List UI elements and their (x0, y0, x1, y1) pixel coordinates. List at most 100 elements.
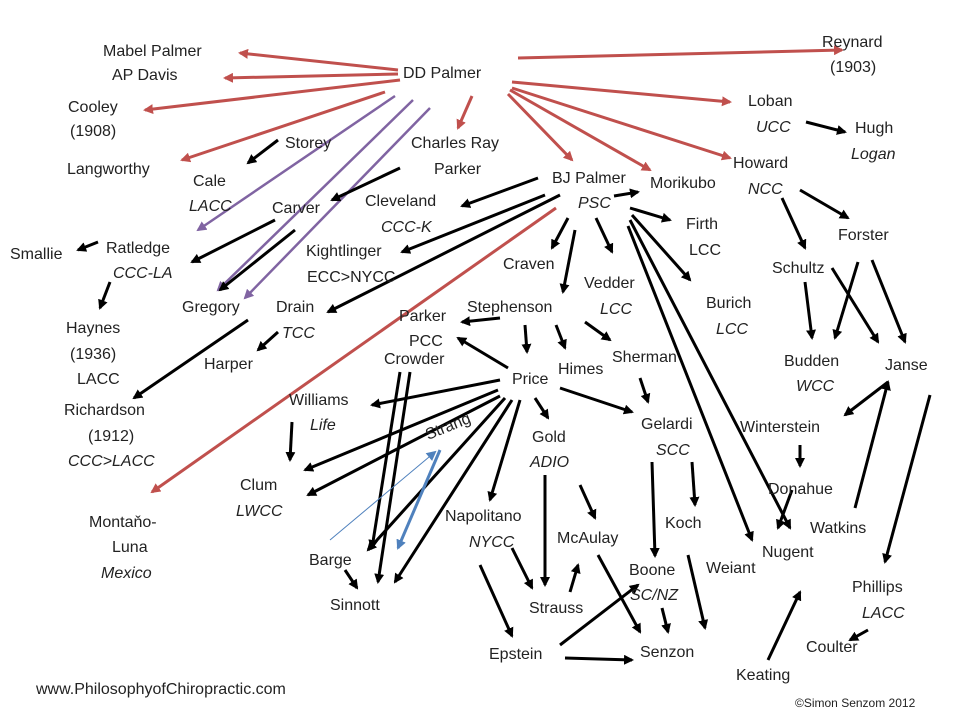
arrow-boone-senzon (660, 607, 671, 634)
label-parkerpcc-2: PCC (409, 333, 443, 350)
label-craven: Craven (503, 256, 555, 273)
arrow-barge-strang (329, 450, 437, 541)
label-janse: Janse (885, 357, 928, 374)
arrow-bj-weiant (626, 225, 754, 542)
label-winterstein: Winterstein (740, 419, 820, 436)
label-smallie: Smallie (10, 246, 63, 263)
arrow-bj-burich (630, 214, 692, 282)
label-parkerpcc-1: Parker (399, 308, 447, 325)
label-howard-1: Howard (733, 155, 788, 172)
label-bjpalmer-2: PSC (578, 195, 611, 212)
label-drain-2: TCC (282, 325, 315, 342)
label-morikubo: Morikubo (650, 175, 716, 192)
label-haynes-3: LACC (77, 371, 120, 388)
label-hugh-1: Hugh (855, 120, 893, 137)
arrow-dd-morikubo (509, 88, 652, 172)
arrow-gold-mcaulay (578, 484, 597, 520)
label-cale-2: LACC (189, 198, 232, 215)
label-himes: Himes (558, 361, 603, 378)
arrow-stephenson-price (521, 324, 532, 354)
label-richardson-3: CCC>LACC (68, 453, 155, 470)
arrow-price-sinnott (393, 399, 514, 584)
arrow-strang-sinnott (396, 449, 442, 550)
label-mabel-2: AP Davis (112, 67, 178, 84)
label-watkins: Watkins (810, 520, 866, 537)
arrow-dd-gregory (216, 99, 414, 292)
label-koch: Koch (665, 515, 701, 532)
arrow-dd-charlesray (456, 95, 474, 130)
label-sherman: Sherman (612, 349, 677, 366)
label-strang: Strang (423, 410, 473, 443)
arrow-dd-bjpalmer (506, 92, 574, 162)
arrow-keating-watkins (766, 590, 802, 661)
arrow-howard-schultz (780, 197, 807, 250)
label-montano-2: Luna (112, 539, 148, 556)
label-budden-2: WCC (796, 378, 835, 395)
arrow-bj-vedder (594, 217, 614, 254)
purple-arrows (196, 94, 431, 300)
arrow-howard-forster (799, 188, 850, 220)
label-haynes-2: (1936) (70, 346, 116, 363)
label-hugh-2: Logan (851, 146, 896, 163)
arrow-forster-budden (832, 261, 860, 340)
label-cleveland-2: CCC-K (381, 219, 433, 236)
arrow-carver-gregory (218, 228, 296, 292)
label-montano-3: Mexico (101, 565, 152, 582)
arrow-drain-harper (256, 330, 280, 352)
arrow-schultz-budden (803, 281, 816, 340)
label-gold-1: Gold (532, 429, 566, 446)
arrow-dd-howard (511, 86, 732, 161)
label-gregory: Gregory (182, 299, 240, 316)
blue-arrows (329, 449, 442, 550)
arrow-ratledge-smallie (76, 240, 99, 252)
label-sinnott: Sinnott (330, 597, 380, 614)
label-loban-2: UCC (756, 119, 791, 136)
label-kightlinger-2: ECC>NYCC (307, 269, 395, 286)
arrow-bj-cleveland (460, 176, 539, 208)
label-strauss: Strauss (529, 600, 583, 617)
label-clum-1: Clum (240, 477, 277, 494)
arrow-dd-reynard (517, 45, 844, 60)
arrow-storey-cale (246, 138, 279, 165)
footer-website: www.PhilosophyofChiropractic.com (35, 681, 286, 698)
node-labels: Mabel Palmer AP Davis DD Palmer Reynard … (10, 34, 928, 684)
arrow-strauss-mcaulay (568, 563, 581, 593)
arrow-dd-cale (196, 94, 396, 232)
arrow-janse-winterstein (843, 380, 889, 417)
arrow-loban-hugh (805, 120, 847, 135)
label-clum-2: LWCC (236, 503, 283, 520)
label-storey: Storey (285, 135, 331, 152)
label-cleveland-1: Cleveland (365, 193, 436, 210)
arrow-epstein-boone (559, 583, 640, 647)
label-firth-2: LCC (689, 242, 721, 259)
arrow-dd-cooley (143, 78, 401, 115)
arrow-dd-drain (243, 107, 431, 300)
label-price: Price (512, 371, 549, 388)
arrow-dd-langworthy (180, 90, 386, 163)
arrow-bj-kightlinger (400, 193, 546, 254)
label-cooley-1: Cooley (68, 99, 118, 116)
arrow-napolitano-epstein (478, 564, 514, 638)
arrow-crowder-barge (368, 371, 402, 550)
label-ratledge-2: CCC-LA (113, 265, 173, 282)
label-nugent: Nugent (762, 544, 814, 561)
arrow-stephenson-sherman (584, 320, 612, 342)
arrow-barge-sinnott (343, 569, 359, 590)
label-kightlinger-1: Kightlinger (306, 243, 382, 260)
label-gelardi-2: SCC (656, 442, 690, 459)
arrow-bj-craven (550, 217, 570, 250)
arrow-price-clum-b (306, 394, 501, 497)
arrow-bj-morikubo (613, 188, 640, 199)
label-vedder-1: Vedder (584, 275, 635, 292)
arrow-carver-ratledge (190, 218, 276, 264)
label-forster: Forster (838, 227, 889, 244)
label-williams-2: Life (310, 417, 336, 434)
arrow-sherman-gelardi (638, 377, 651, 404)
label-burich-1: Burich (706, 295, 751, 312)
arrow-bj-stephenson (559, 229, 577, 294)
arrow-price-williams (370, 378, 501, 409)
label-mabel-1: Mabel Palmer (103, 43, 202, 60)
label-mcaulay: McAulay (557, 530, 618, 547)
arrow-bj-drain (326, 193, 561, 314)
